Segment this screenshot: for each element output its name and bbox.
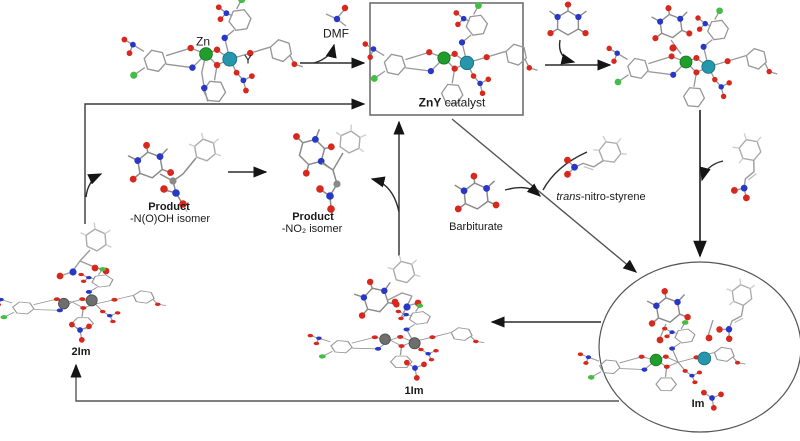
trans-nitro-styrene-label-rest: -nitro-styrene (580, 190, 646, 203)
product-nooh-structure (123, 129, 227, 213)
barbiturate-molecule-top (546, 0, 590, 37)
arrow-2im-to-box-loop (84, 98, 366, 224)
product-nooh-title: Product (148, 200, 190, 213)
styrene-molecule-labeled (562, 131, 629, 185)
im-structure (575, 274, 773, 412)
im-circle (598, 261, 800, 433)
trans-nitro-styrene-label-italic: trans (556, 190, 581, 203)
catalyst-box-label-bold: ZnY (418, 95, 442, 110)
two-im-structure (0, 218, 168, 344)
dmf-label: DMF (323, 26, 349, 41)
arrow-styrene-merge (542, 151, 588, 191)
zn-label: Zn (195, 34, 211, 49)
im-label: Im (691, 397, 705, 410)
product-no2-structure (291, 119, 374, 213)
barbiturate-molecule-labeled (450, 169, 501, 214)
one-im-structure (304, 252, 487, 382)
trans-nitro-styrene-label: trans-nitro-styrene (556, 191, 645, 203)
arrow-release-no2-product (370, 176, 400, 213)
arrow-dmf-release (313, 43, 337, 64)
arrow-im-to-2im (70, 363, 619, 402)
product-no2-subtitle: -NO₂ isomer (281, 222, 343, 235)
arrow-release-nooh-product (85, 173, 103, 198)
product-nooh-subtitle: -N(O)OH isomer (129, 212, 211, 225)
dmf-molecule (325, 4, 349, 27)
catalyst-barbiturate-adduct (606, 1, 777, 107)
product-no2-title: Product (292, 210, 334, 223)
arrow-diagonal-to-im (451, 118, 638, 273)
barbiturate-label: Barbiturate (449, 220, 503, 233)
free-catalyst-structure (122, 0, 303, 102)
styrene-molecule-right (710, 127, 785, 204)
y-label: Y (243, 52, 253, 67)
arrow-merge-head (526, 183, 542, 197)
arrow-styrene-in-right (699, 160, 724, 182)
znY-catalyst-structure (362, 2, 537, 104)
one-im-label: 1Im (404, 384, 424, 397)
arrow-barbiturate-in-top (558, 39, 576, 65)
two-im-label: 2Im (71, 345, 91, 358)
catalyst-box-label-rest: catalyst (441, 95, 486, 110)
catalyst-box-label: ZnY catalyst (419, 96, 486, 109)
arrows (70, 39, 724, 402)
